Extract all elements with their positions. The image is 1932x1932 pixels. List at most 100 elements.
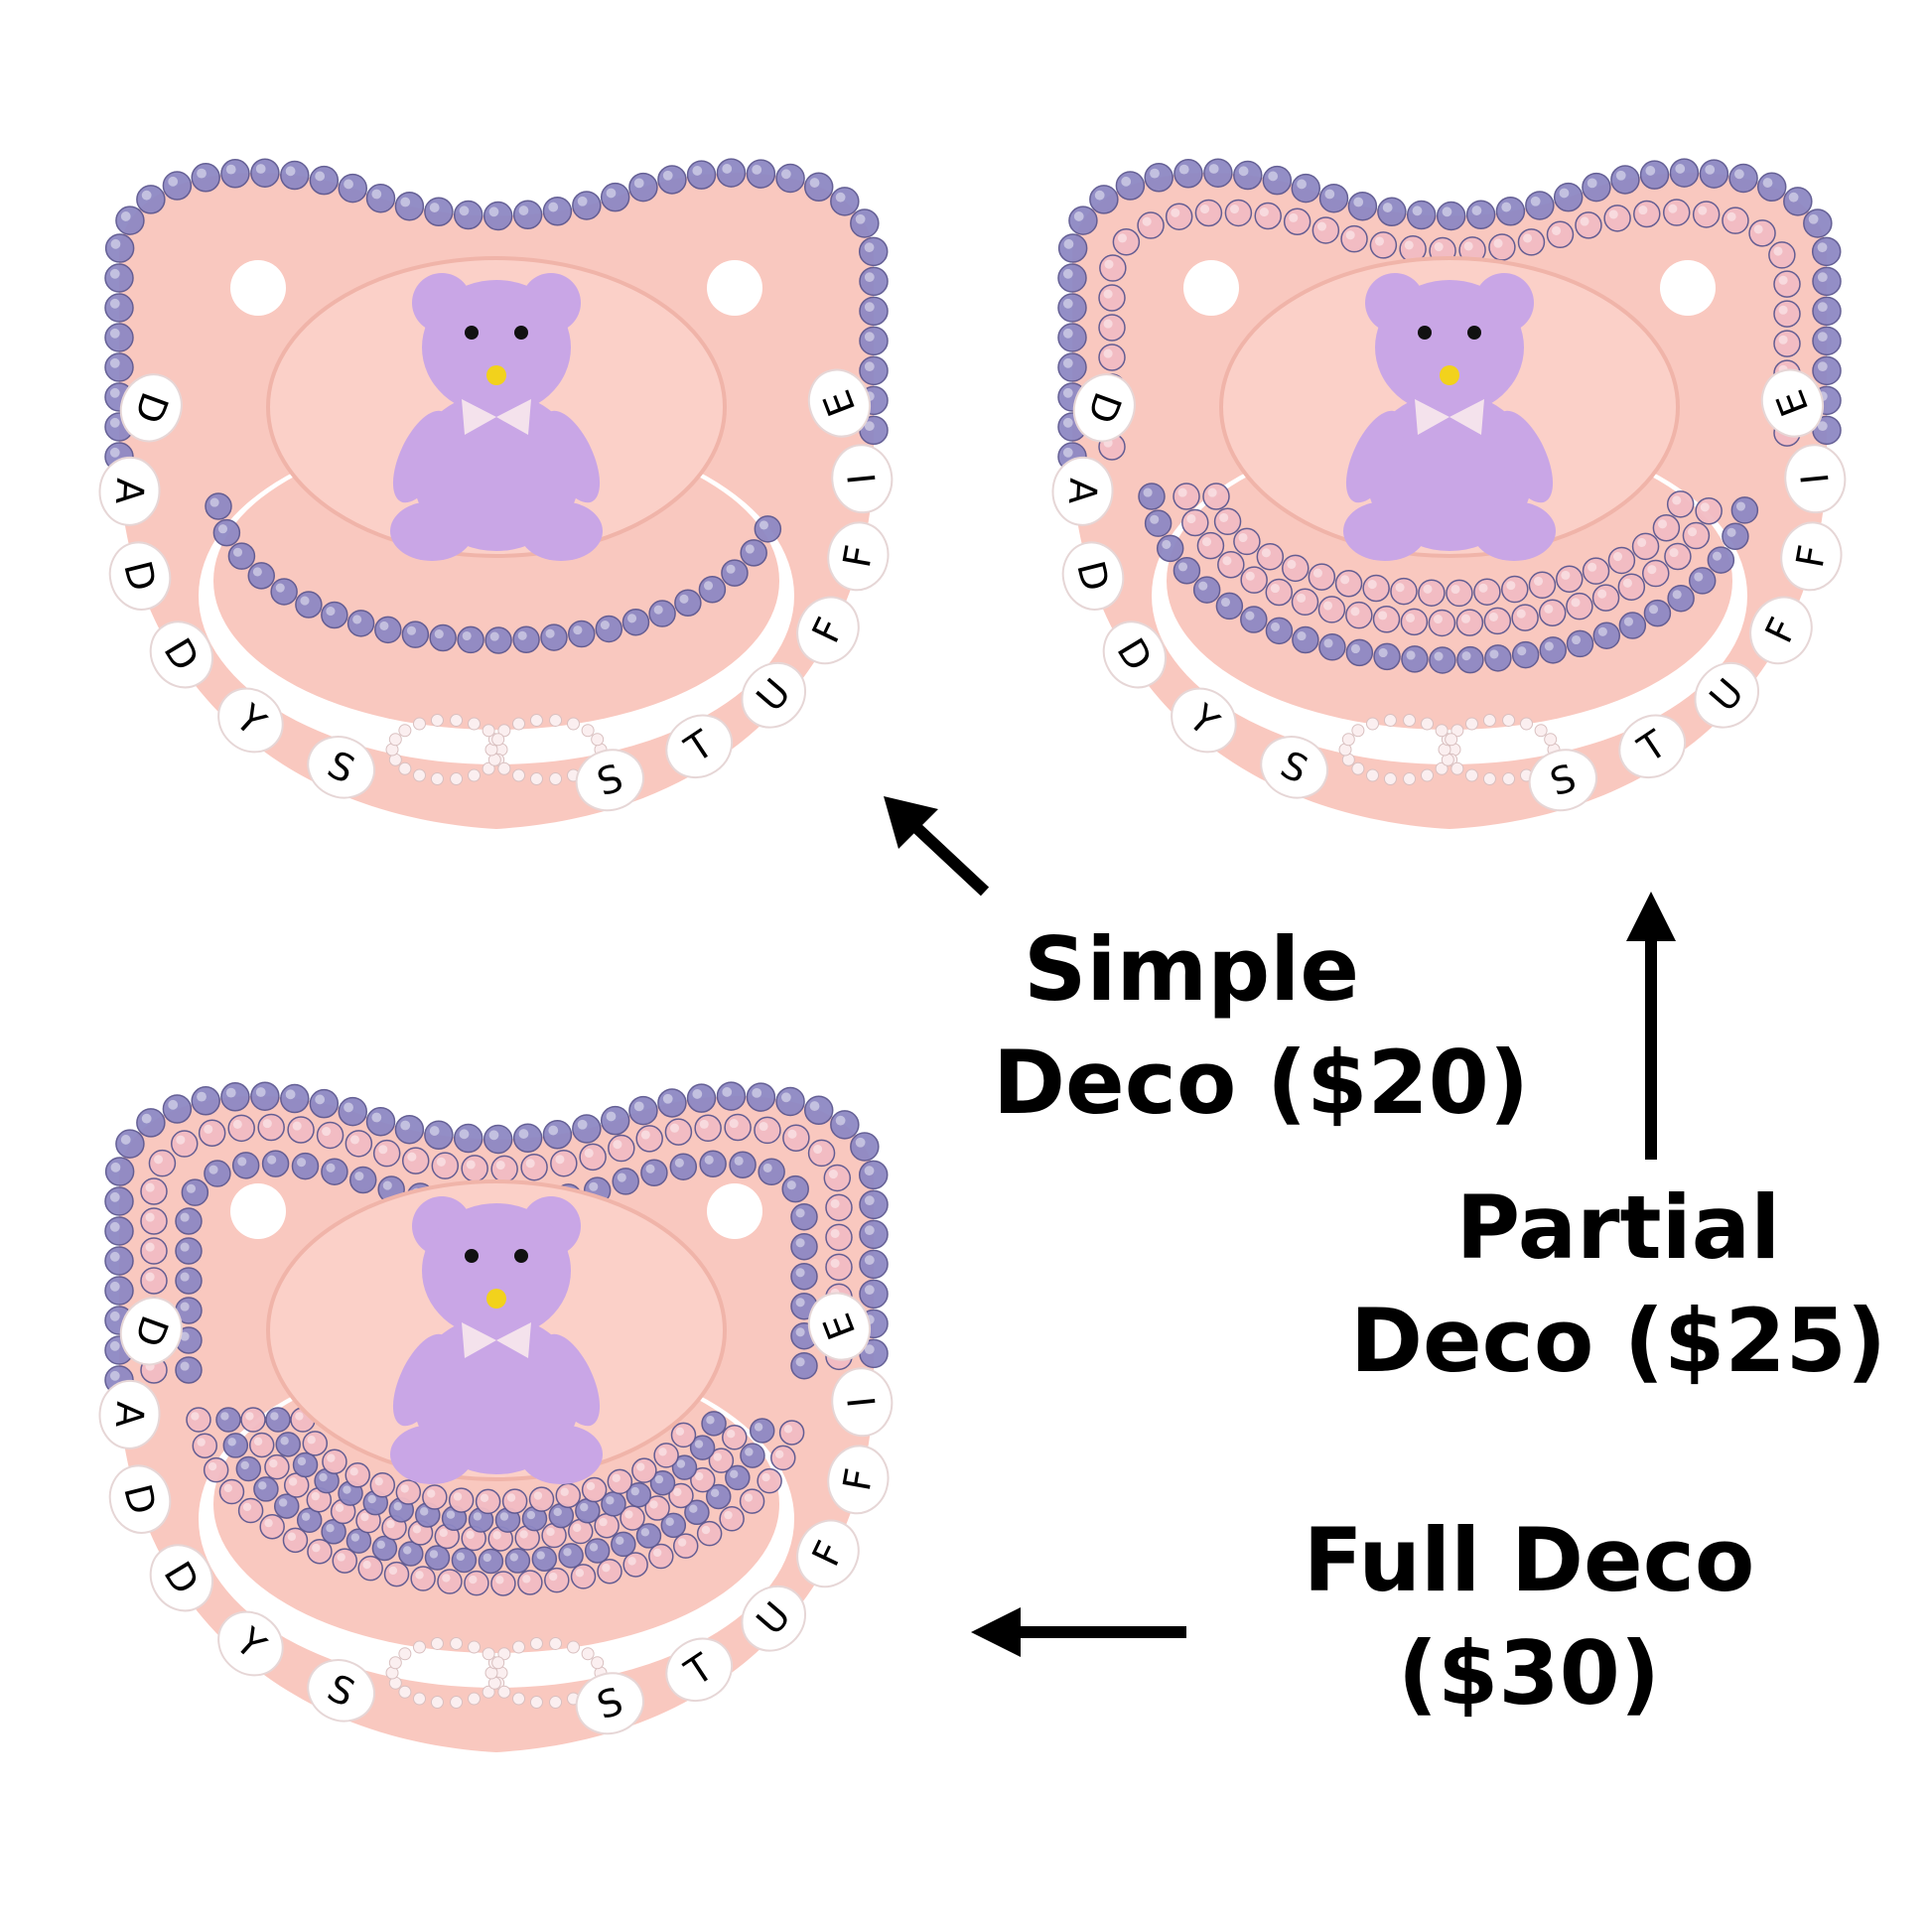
rhinestone-glint <box>109 1191 120 1202</box>
rhinestone-glint <box>1645 166 1656 176</box>
rhinestone-glint <box>429 1550 439 1559</box>
rhinestone-glint <box>403 1546 412 1555</box>
rhinestone-glint <box>692 1089 703 1099</box>
rhinestone-glint <box>109 328 120 339</box>
rhinestone-glint <box>407 1152 417 1162</box>
rhinestone-glint <box>1657 519 1668 529</box>
rhinestone-glint <box>1762 178 1773 188</box>
vent-hole-left <box>230 260 286 316</box>
rhinestone-glint <box>1488 612 1498 622</box>
arrow-partial <box>1626 892 1676 1160</box>
rhinestone <box>830 187 860 216</box>
rhinestone-glint <box>343 1485 351 1494</box>
rhinestone-glint <box>1353 197 1364 207</box>
rhinestone-glint <box>518 206 529 215</box>
rhinestone-glint <box>109 1370 120 1381</box>
rhinestone-glint <box>442 1574 451 1583</box>
rhinestone <box>1265 578 1294 607</box>
pearl <box>529 772 543 786</box>
rhinestone <box>365 1106 396 1137</box>
rhinestone-glint <box>1259 207 1269 217</box>
rhinestone-glint <box>589 1181 599 1191</box>
rhinestone-glint <box>606 188 617 199</box>
rhinestone <box>115 1129 145 1159</box>
rhinestone-glint <box>1062 328 1073 339</box>
rhinestone-glint <box>1612 551 1623 562</box>
rhinestone <box>858 236 889 267</box>
rhinestone-glint <box>197 1091 207 1102</box>
rhinestone-glint <box>1442 207 1452 217</box>
rhinestone-glint <box>759 1121 768 1132</box>
rhinestone <box>401 621 430 648</box>
letter-bead: F <box>827 1445 890 1515</box>
letter-bead: S <box>307 736 375 799</box>
rhinestone <box>1098 344 1126 371</box>
rhinestone <box>790 1232 818 1261</box>
rhinestone <box>722 1425 748 1450</box>
rhinestone <box>287 1116 315 1144</box>
rhinestone <box>484 626 512 654</box>
pearl <box>413 717 426 731</box>
rhinestone <box>1639 160 1670 190</box>
rhinestone-glint <box>546 1527 555 1537</box>
rhinestone <box>1217 550 1245 579</box>
rhinestone <box>205 492 232 520</box>
rhinestone <box>644 1495 670 1521</box>
bear-eye <box>514 1249 528 1263</box>
rhinestone-glint <box>654 1474 664 1484</box>
rhinestone <box>1582 172 1611 203</box>
rhinestone <box>758 1158 785 1186</box>
rhinestone <box>1812 355 1842 386</box>
rhinestone-glint <box>1753 224 1763 234</box>
rhinestone <box>1112 228 1141 256</box>
rhinestone <box>648 1543 674 1570</box>
rhinestone-glint <box>658 1448 667 1456</box>
bear-eye <box>1418 326 1432 340</box>
pearl <box>529 1636 543 1650</box>
rhinestone <box>701 1411 727 1437</box>
rhinestone <box>115 206 145 235</box>
bead-body <box>149 621 213 689</box>
rhinestone-glint <box>627 614 637 623</box>
rhinestone <box>790 1262 818 1291</box>
bead-body <box>827 521 890 592</box>
pearl <box>512 1692 525 1706</box>
rhinestone-glint <box>674 1158 684 1168</box>
rhinestone-glint <box>624 1510 633 1519</box>
rhinestone <box>625 1481 652 1508</box>
rhinestone <box>136 1108 166 1138</box>
rhinestone <box>322 1449 347 1474</box>
rhinestone <box>542 1120 573 1150</box>
rhinestone-glint <box>1312 568 1322 578</box>
rhinestone-glint <box>374 1476 383 1486</box>
rhinestone-glint <box>285 166 296 177</box>
arrow-simple <box>884 796 990 897</box>
rhinestone-glint <box>599 1517 608 1527</box>
rhinestone <box>1317 596 1346 623</box>
rhinestone <box>581 1476 608 1503</box>
letter-bead: F <box>796 1519 860 1588</box>
rhinestone <box>1546 220 1575 249</box>
rhinestone <box>740 539 767 567</box>
rhinestone-glint <box>1245 571 1255 581</box>
rhinestone-glint <box>1705 164 1716 175</box>
rhinestone <box>1756 172 1787 203</box>
pearl <box>1450 761 1464 775</box>
rhinestone <box>608 1134 635 1163</box>
rhinestone-glint <box>436 1157 446 1167</box>
rhinestone-glint <box>1378 647 1388 658</box>
rhinestone <box>859 1279 889 1310</box>
rhinestone-glint <box>864 242 875 253</box>
rhinestone <box>453 200 483 230</box>
rhinestone-glint <box>180 1272 190 1282</box>
rhinestone <box>235 1455 262 1482</box>
rhinestone <box>628 1095 658 1126</box>
rhinestone <box>859 266 889 297</box>
rhinestone-glint <box>406 625 417 635</box>
rhinestone <box>1575 211 1602 239</box>
pearl <box>567 1640 580 1654</box>
rhinestone-glint <box>627 1557 636 1566</box>
rhinestone-glint <box>322 1126 332 1137</box>
rhinestone <box>237 1497 264 1524</box>
label-line: Simple <box>1023 918 1360 1021</box>
